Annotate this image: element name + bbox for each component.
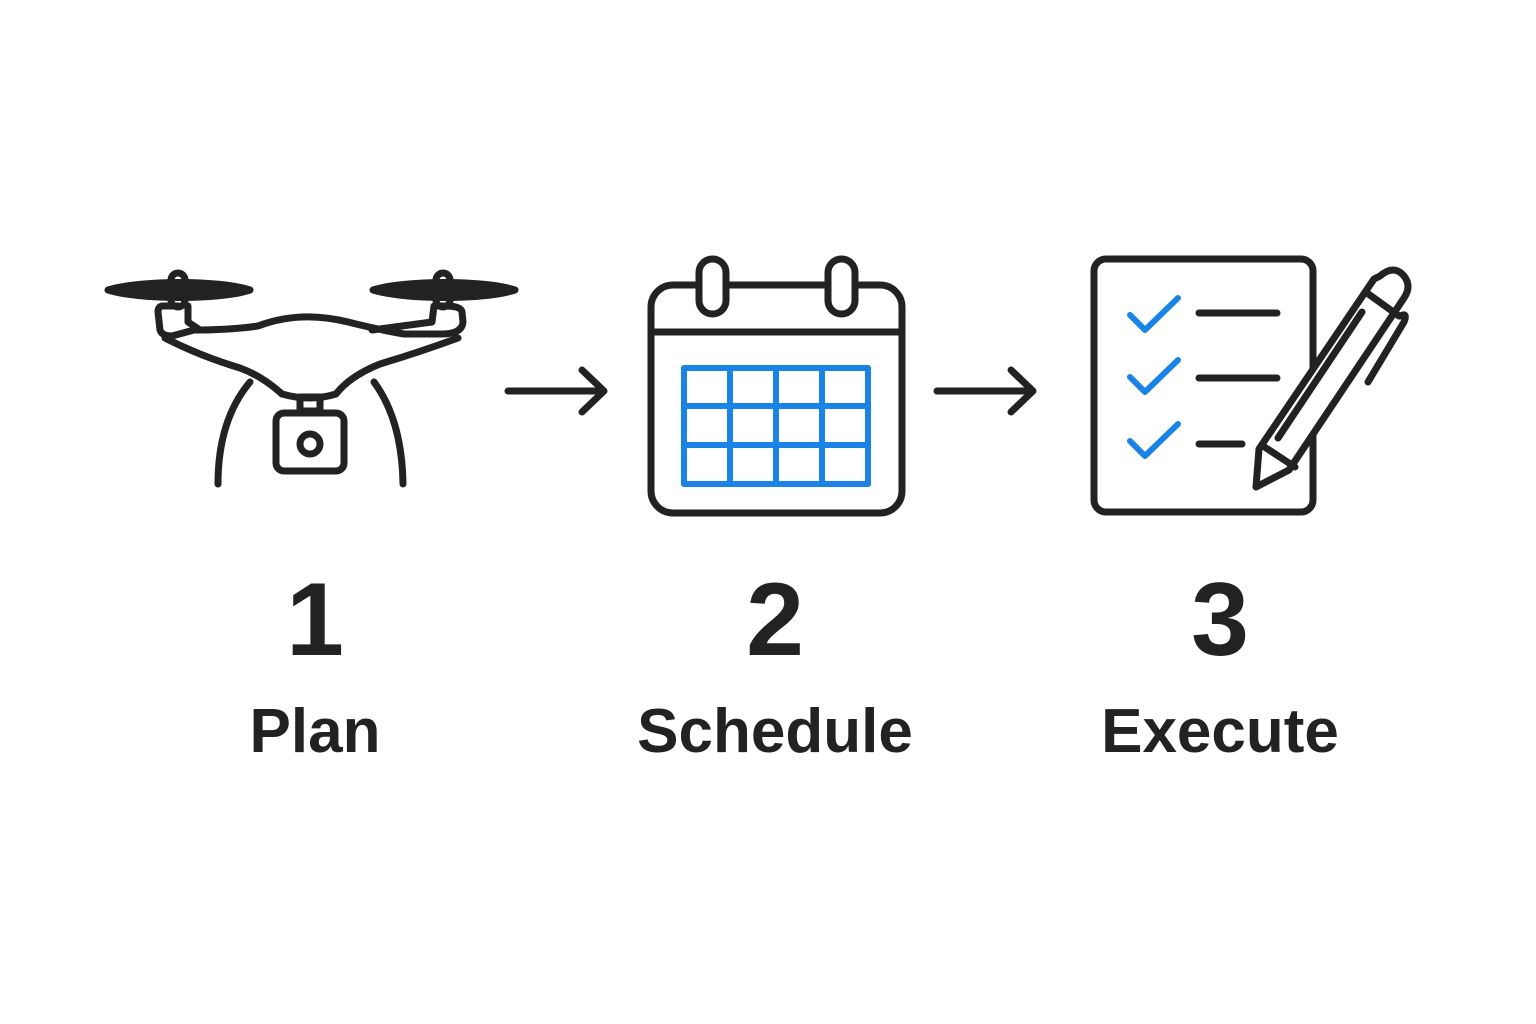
calendar-grid (681, 365, 871, 487)
step-1-number: 1 (286, 562, 344, 678)
checklist-icon (1090, 255, 1412, 516)
drone-body (154, 302, 467, 340)
step-3-number: 3 (1191, 562, 1249, 678)
camera-mount (296, 393, 324, 415)
calendar-frame (647, 281, 906, 517)
step-2-number: 2 (746, 562, 804, 678)
drone-arm-left (161, 334, 286, 398)
drone-icon (104, 269, 519, 488)
calendar-ring-right (824, 255, 859, 318)
arrow-right-icon (933, 366, 1037, 416)
calendar-ring-left (695, 255, 730, 318)
propeller-right (369, 279, 519, 301)
check-marks (1127, 295, 1181, 459)
drone-arm-right (332, 334, 462, 398)
step-2-label: Schedule (637, 697, 913, 766)
landing-leg-left (214, 378, 254, 488)
pencil-icon (1252, 266, 1412, 491)
propeller-left (104, 279, 254, 301)
step-1-label: Plan (249, 697, 381, 766)
step-3-label: Execute (1101, 697, 1339, 766)
camera-lens (296, 430, 324, 458)
camera-body (272, 409, 348, 475)
calendar-icon (647, 255, 906, 517)
arrow-right-icon (504, 366, 608, 416)
landing-leg-right (370, 378, 407, 488)
